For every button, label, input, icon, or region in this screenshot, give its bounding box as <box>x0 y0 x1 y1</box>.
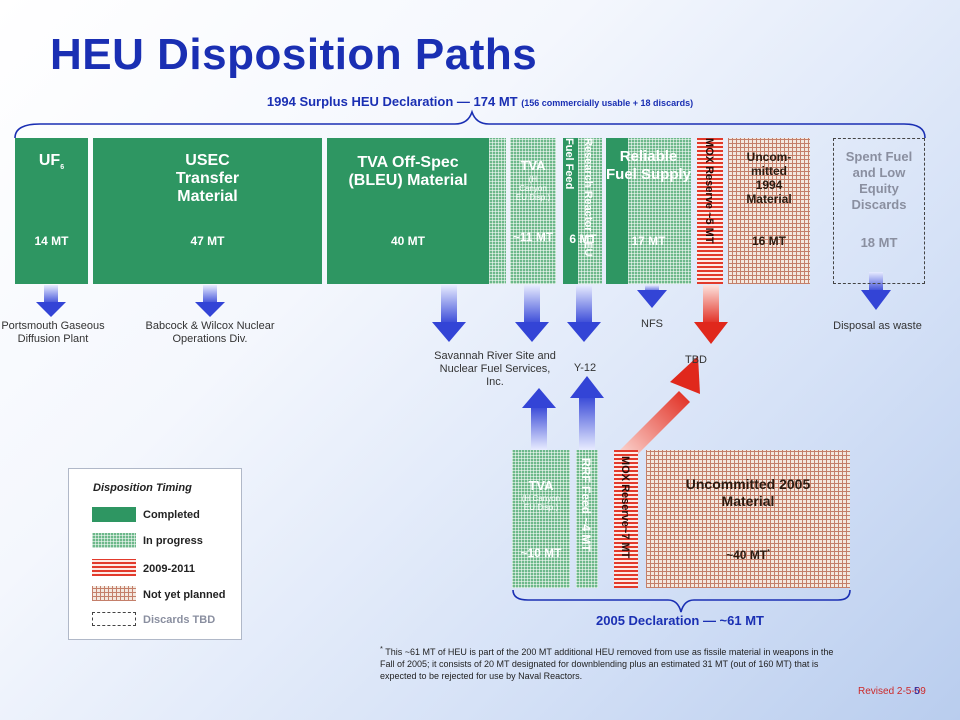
box-mox-1994-label: MOX Reserve ~5 MT <box>703 138 715 244</box>
box-rr-leu-label: Research Reactor LEU <box>582 138 594 257</box>
revised-date: Revised 2-5-09 <box>858 686 926 697</box>
page-title: HEU Disposition Paths <box>50 30 538 79</box>
dest-nfs: NFS <box>641 318 663 330</box>
box-rr-amount: 6 MT <box>569 232 597 246</box>
box-usec: USEC Transfer Material 47 MT <box>93 138 322 284</box>
box-tva2005-title: TVA <box>528 478 554 493</box>
box-uncommitted-1994: Uncom- mitted 1994 Material 16 MT <box>728 138 810 284</box>
bottom-brace <box>512 589 851 613</box>
legend-label-2009-2011: 2009-2011 <box>143 563 195 575</box>
arrow-tva-savannah <box>515 285 549 342</box>
box-tva-bleu-title: TVA Off-Spec (BLEU) Material <box>348 154 468 189</box>
box-rr-fuel-feed: Fuel Feed <box>563 138 578 284</box>
box-tva-h-sub: (H Canyon EU Disp.) <box>515 175 551 202</box>
box-tva-h-amount: ~11 MT <box>512 230 554 244</box>
top-declaration-main: 1994 Surplus HEU Declaration — 174 MT <box>266 94 518 109</box>
box-uncom2005-asterisk: * <box>767 549 770 556</box>
legend-label-not-planned: Not yet planned <box>143 589 226 601</box>
top-declaration-header: 1994 Surplus HEU Declaration — 174 MT (1… <box>140 94 820 109</box>
box-tva-h-canyon: TVA (H Canyon EU Disp.) ~11 MT <box>510 138 556 284</box>
box-tva-bleu-amount: 40 MT <box>390 234 425 248</box>
box-uncom2005-title: Uncommitted 2005 Material <box>685 476 811 509</box>
legend-swatch-in-progress <box>92 533 136 548</box>
footnote-text: This ~61 MT of HEU is part of the 200 MT… <box>380 647 834 681</box>
box-reliable-title: Reliable Fuel Supply <box>606 148 692 183</box>
arrow-rrf-y12 <box>570 376 604 450</box>
box-tva-h-title: TVA <box>520 158 546 173</box>
box-uf6-name: UF <box>38 152 61 169</box>
legend-label-discards-tbd: Discards TBD <box>143 614 216 626</box>
dest-portsmouth: Portsmouth Gaseous Diffusion Plant <box>1 320 105 345</box>
box-mox-1994: MOX Reserve ~5 MT <box>697 138 723 284</box>
box-rrf-2005: RRF Feed ~4 MT <box>576 450 598 588</box>
legend-box: Disposition Timing <box>68 468 242 640</box>
top-declaration-note: (156 commercially usable + 18 discards) <box>521 98 694 108</box>
dest-tbd: TBD <box>685 354 707 366</box>
legend-label-in-progress: In progress <box>143 535 203 547</box>
box-spent-fuel: Spent Fuel and Low Equity Discards 18 MT <box>833 138 925 284</box>
box-tva2005-amount: ~10 MT <box>520 546 562 560</box>
legend-swatch-not-planned <box>92 586 136 601</box>
legend-swatch-discards-tbd <box>92 612 136 626</box>
arrow-usec-babcock <box>195 285 225 317</box>
arrow-spent-disposal <box>861 272 891 310</box>
box-tva-bleu: TVA Off-Spec (BLEU) Material 40 MT <box>327 138 489 284</box>
box-usec-title: USEC Transfer Material <box>175 152 240 205</box>
page-number: 5 <box>914 686 920 697</box>
arrow-reliable-nfs <box>637 285 667 308</box>
box-spent-title: Spent Fuel and Low Equity Discards <box>845 149 913 212</box>
arrow-tva2005-savannah <box>522 388 556 450</box>
legend-swatch-completed <box>92 507 136 522</box>
box-uncom2005-amount-text: ~40 MT <box>726 548 768 562</box>
arrow-mox-tbd <box>694 285 728 344</box>
box-uf6-title: UF6 <box>15 152 88 171</box>
box-mox2005-label: MOX Reserve~7 MT <box>619 456 631 559</box>
legend-title: Disposition Timing <box>93 482 192 494</box>
box-uncom1994-amount: 16 MT <box>751 234 786 248</box>
box-uncom1994-title: Uncom- mitted 1994 Material <box>746 150 792 206</box>
box-rrf-label: RRF Feed ~4 MT <box>579 458 593 552</box>
arrow-uf6-portsmouth <box>36 285 66 317</box>
box-tva2005-sub: (H Canyon EU Disp.) <box>521 494 561 512</box>
box-spent-amount: 18 MT <box>860 235 898 250</box>
bottom-declaration-header: 2005 Declaration — ~61 MT <box>596 613 764 628</box>
legend-label-completed: Completed <box>143 509 200 521</box>
legend-swatch-2009-2011 <box>92 559 136 576</box>
dest-disposal: Disposal as waste <box>833 320 922 332</box>
box-rr-leu: Research Reactor LEU <box>578 138 602 284</box>
footnote: * This ~61 MT of HEU is part of the 200 … <box>380 643 835 682</box>
top-brace <box>14 109 926 139</box>
box-uncommitted-2005: Uncommitted 2005 Material ~40 MT* <box>646 450 850 588</box>
dest-savannah: Savannah River Site and Nuclear Fuel Ser… <box>434 350 556 388</box>
box-mox-2005: MOX Reserve~7 MT <box>614 450 638 588</box>
box-uf6-amount: 14 MT <box>34 234 69 248</box>
box-tva-bleu-progress <box>489 138 506 284</box>
dest-babcock: Babcock & Wilcox Nuclear Operations Div. <box>145 320 275 345</box>
box-tva-2005: TVA (H Canyon EU Disp.) ~10 MT <box>512 450 570 588</box>
box-reliable-progress <box>628 138 691 284</box>
box-reliable-amount: 17 MT <box>631 234 666 248</box>
arrow-bleu-savannah <box>432 285 466 342</box>
box-reliable-solid <box>606 138 628 284</box>
arrow-mox2005-tbd <box>618 356 700 463</box>
dest-y12: Y-12 <box>573 362 597 374</box>
footnote-asterisk: * <box>380 644 383 653</box>
box-uf6-sub: 6 <box>60 164 65 172</box>
box-uf6: UF6 14 MT <box>15 138 88 284</box>
box-uncom2005-amount: ~40 MT* <box>646 548 850 562</box>
box-rr-fuel-feed-label: Fuel Feed <box>563 138 575 190</box>
box-usec-amount: 47 MT <box>190 234 225 248</box>
arrow-rr-y12 <box>567 285 601 342</box>
